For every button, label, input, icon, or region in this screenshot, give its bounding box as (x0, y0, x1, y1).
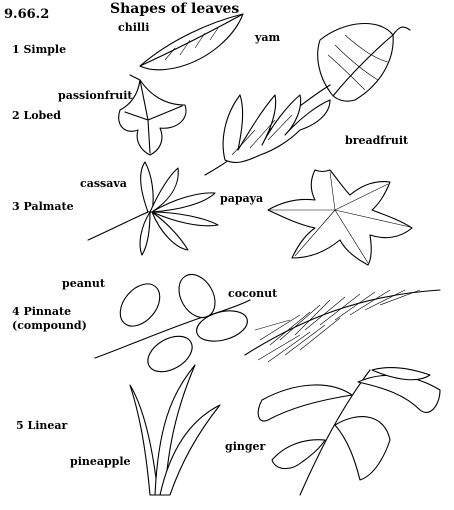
category-label-compound: (compound) (12, 319, 87, 332)
category-label-simple: 1 Simple (12, 43, 67, 56)
ginger-leaf-drawing (257, 366, 441, 496)
coconut-leaf-drawing (244, 289, 441, 363)
peanut-leaf-drawing (94, 273, 251, 373)
plant-label-ginger: ginger (225, 440, 266, 453)
category-label-linear: 5 Linear (16, 419, 68, 432)
breadfruit-leaf-drawing (204, 84, 331, 176)
plant-label-coconut: coconut (228, 287, 278, 300)
papaya-leaf-drawing (267, 169, 413, 266)
plant-label-papaya: papaya (220, 192, 264, 205)
pineapple-leaf-drawing (129, 364, 221, 496)
plant-label-pineapple: pineapple (70, 455, 131, 468)
plant-label-passionfruit: passionfruit (58, 89, 133, 102)
category-label-lobed: 2 Lobed (12, 109, 61, 122)
plant-label-yam: yam (255, 31, 281, 44)
yam-leaf-drawing (317, 23, 411, 102)
plant-label-peanut: peanut (62, 277, 105, 290)
cassava-leaf-drawing (87, 161, 219, 256)
plant-label-cassava: cassava (80, 177, 127, 190)
figure-code: 9.66.2 (4, 7, 50, 22)
passionfruit-leaf-drawing (118, 74, 187, 156)
page-title: Shapes of leaves (110, 1, 240, 17)
plant-label-chilli: chilli (118, 21, 150, 34)
plant-label-breadfruit: breadfruit (345, 134, 409, 147)
chilli-leaf-drawing (139, 13, 244, 71)
category-label-pinnate: 4 Pinnate (12, 305, 72, 318)
category-label-palmate: 3 Palmate (12, 200, 74, 213)
